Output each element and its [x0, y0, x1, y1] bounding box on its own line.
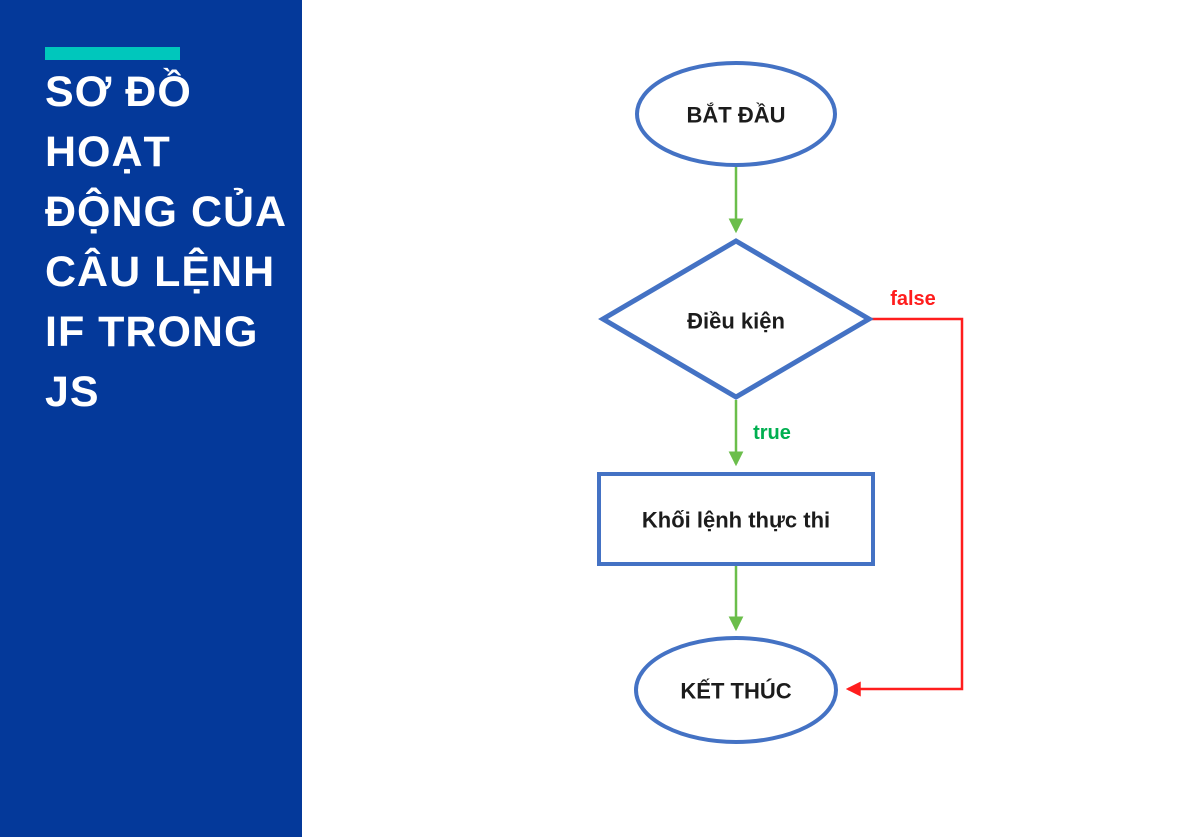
- accent-bar: [45, 47, 180, 60]
- true-edge-label: true: [753, 422, 791, 444]
- condition-diamond: [598, 238, 874, 400]
- condition-label: Điều kiện: [687, 309, 785, 334]
- process-label: Khối lệnh thực thi: [642, 508, 830, 533]
- title-line-5: IF TRONG: [45, 308, 259, 356]
- title-line-6: JS: [45, 368, 100, 416]
- flowchart-svg: BẮT ĐẦU Điều kiện Khối lệnh thực thi KẾT…: [597, 61, 964, 744]
- process-rect: [597, 472, 875, 566]
- title-line-3: ĐỘNG CỦA: [45, 188, 288, 236]
- page-title: SƠ ĐỒ HOẠT ĐỘNG CỦA CÂU LỆNH IF TRONG JS: [45, 62, 288, 422]
- arrow-condition-false-to-end: [845, 317, 964, 697]
- title-line-4: CÂU LỆNH: [45, 248, 276, 296]
- end-label: KẾT THÚC: [680, 679, 791, 704]
- start-label: BẮT ĐẦU: [687, 103, 786, 128]
- start-ellipse: [635, 61, 837, 167]
- title-line-2: HOẠT: [45, 128, 171, 176]
- false-edge-label: false: [890, 288, 936, 310]
- sidebar: SƠ ĐỒ HOẠT ĐỘNG CỦA CÂU LỆNH IF TRONG JS: [0, 0, 302, 837]
- end-ellipse: [634, 636, 838, 744]
- flowchart-canvas: BẮT ĐẦU Điều kiện Khối lệnh thực thi KẾT…: [302, 0, 1200, 837]
- title-line-1: SƠ ĐỒ: [45, 68, 192, 116]
